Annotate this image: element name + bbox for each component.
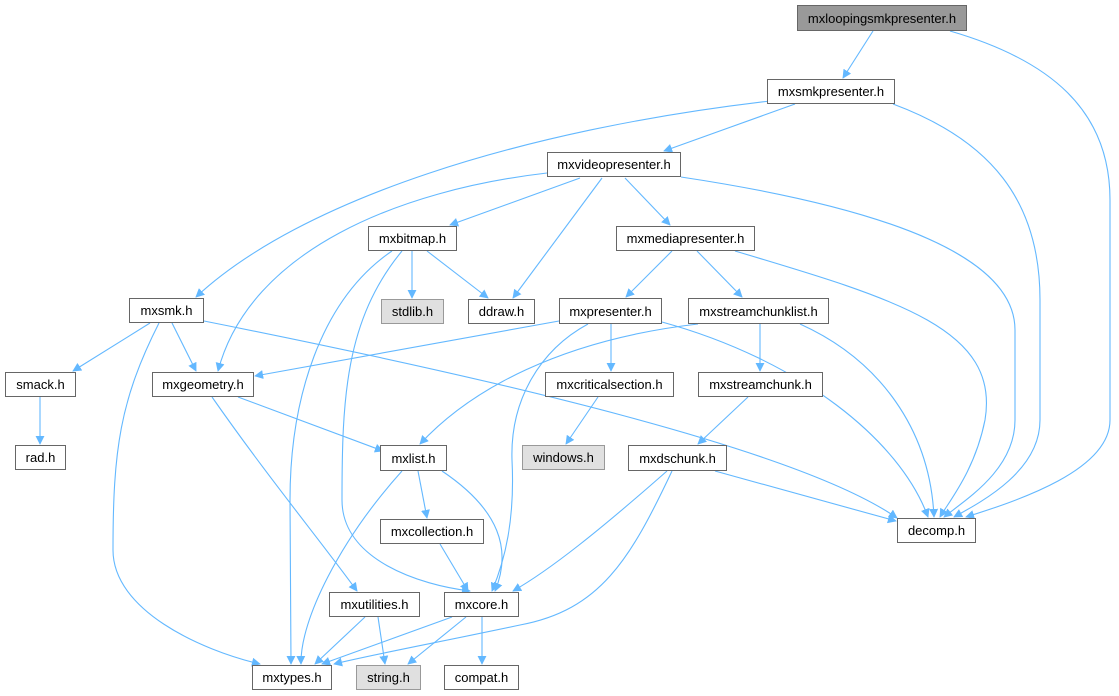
edge-mxgeometry-to-mxlist (237, 396, 384, 453)
edge-mxutilities-to-string (377, 616, 389, 665)
node-string: string.h (356, 665, 421, 690)
edge-mxloopingsmkpresenter-to-decomp (949, 30, 1111, 519)
edge-mxcollection-to-mxcore (439, 543, 469, 592)
node-mxdschunk[interactable]: mxdschunk.h (628, 445, 727, 471)
edge-mxdschunk-to-mxcore (512, 470, 668, 592)
edge-mxloopingsmkpresenter-to-mxsmkpresenter (842, 30, 874, 79)
edge-mxutilities-to-mxtypes (314, 616, 366, 665)
edge-mxcriticalsection-to-windows (565, 396, 599, 445)
edge-mxsmkpresenter-to-mxvideopresenter (663, 103, 796, 153)
edge-mxsmk-to-mxtypes (112, 322, 261, 667)
node-mxtypes[interactable]: mxtypes.h (252, 665, 332, 690)
node-mxcriticalsection[interactable]: mxcriticalsection.h (545, 372, 674, 397)
edge-mxbitmap-to-mxcore (341, 250, 471, 595)
edge-mxsmk-to-mxgeometry (171, 322, 197, 372)
node-mxstreamchunk[interactable]: mxstreamchunk.h (698, 372, 823, 397)
node-mxpresenter[interactable]: mxpresenter.h (559, 298, 662, 324)
edge-mxsmk-to-smack (72, 322, 151, 372)
edge-mxgeometry-to-mxutilities (211, 396, 358, 592)
edge-mxpresenter-to-decomp (661, 321, 930, 518)
edge-mxsmkpresenter-to-mxsmk (195, 100, 771, 298)
node-mxmediapresenter[interactable]: mxmediapresenter.h (616, 226, 755, 251)
node-stdlib: stdlib.h (381, 299, 444, 324)
edge-mxmediapresenter-to-decomp (734, 250, 987, 518)
edge-mxstreamchunklist-to-mxlist (419, 323, 699, 445)
node-mxgeometry[interactable]: mxgeometry.h (152, 372, 254, 397)
edge-mxvideopresenter-to-decomp (680, 176, 1016, 518)
edge-mxbitmap-to-ddraw (426, 250, 489, 299)
node-decomp[interactable]: decomp.h (897, 518, 976, 543)
node-mxloopingsmkpresenter: mxloopingsmkpresenter.h (797, 5, 967, 31)
edge-mxsmk-to-decomp (203, 320, 898, 519)
edge-mxvideopresenter-to-mxmediapresenter (624, 177, 671, 226)
edge-mxcore-to-string (407, 616, 467, 665)
node-ddraw[interactable]: ddraw.h (468, 299, 535, 324)
edge-mxsmkpresenter-to-decomp (892, 103, 1041, 518)
node-rad[interactable]: rad.h (15, 445, 66, 470)
node-smack[interactable]: smack.h (5, 372, 76, 397)
node-mxbitmap[interactable]: mxbitmap.h (368, 226, 457, 251)
node-mxsmkpresenter[interactable]: mxsmkpresenter.h (767, 79, 895, 104)
edge-mxcore-to-mxtypes (321, 616, 453, 666)
node-mxlist[interactable]: mxlist.h (380, 445, 447, 471)
node-mxsmk[interactable]: mxsmk.h (129, 298, 204, 323)
edge-mxvideopresenter-to-ddraw (512, 177, 603, 299)
edge-mxstreamchunk-to-mxdschunk (697, 396, 749, 445)
edge-mxlist-to-mxtypes (296, 470, 403, 665)
edge-mxlist-to-mxcore (441, 470, 503, 592)
node-mxcollection[interactable]: mxcollection.h (380, 519, 484, 544)
node-mxutilities[interactable]: mxutilities.h (329, 592, 420, 617)
edge-mxlist-to-mxcollection (417, 470, 430, 519)
edge-mxbitmap-to-mxtypes (286, 250, 393, 665)
edge-mxmediapresenter-to-mxpresenter (625, 250, 673, 298)
edge-mxvideopresenter-to-mxbitmap (449, 177, 581, 227)
node-mxvideopresenter[interactable]: mxvideopresenter.h (547, 152, 681, 177)
node-mxstreamchunklist[interactable]: mxstreamchunklist.h (688, 298, 829, 324)
edge-mxvideopresenter-to-mxgeometry (215, 172, 548, 372)
node-windows: windows.h (522, 445, 605, 470)
edge-mxdschunk-to-mxtypes (333, 470, 673, 667)
node-mxcore[interactable]: mxcore.h (444, 592, 519, 617)
edge-mxstreamchunklist-to-decomp (799, 323, 939, 518)
edge-mxmediapresenter-to-mxstreamchunklist (696, 250, 743, 298)
edge-mxpresenter-to-mxcore (490, 323, 589, 592)
node-compat[interactable]: compat.h (444, 665, 519, 690)
edge-mxpresenter-to-mxgeometry (254, 320, 560, 379)
edge-mxdschunk-to-decomp (714, 470, 897, 524)
